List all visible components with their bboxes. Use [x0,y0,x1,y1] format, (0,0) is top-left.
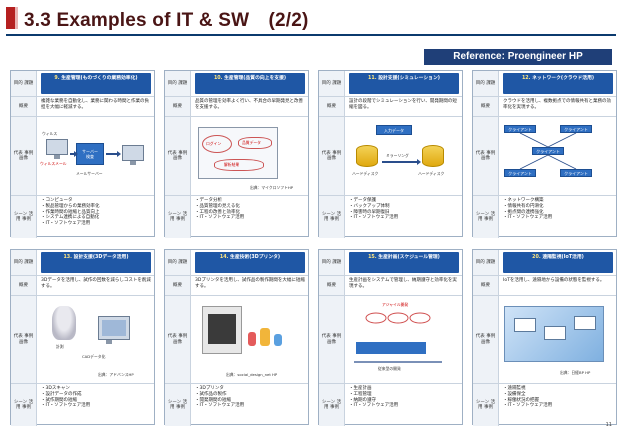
scene-list: ・コンピュータ・製品管理からの業務効率化・作業時間の短縮と品質向上・システム連携… [41,198,100,227]
bust-statue-image [52,306,76,340]
example-card-12: 目的 課題 12. ネットワーク(クラウド活用) 概要 クラウドを活用し、複数拠… [472,70,617,238]
reference-banner: Reference: Proengineer HP [424,49,612,65]
summary-text: 設計の段階でシミュレーションを行い、開発期間の短縮を図る。 [349,99,457,110]
hard-disk-icon [422,145,444,167]
scene-list: ・遠隔監視・設備保全・稼働状況の把握・IT・ソフトウェア活用 [503,386,553,409]
example-card-15: 目的 課題 15. 生産計画(スケジュール管理) 概要 生産計画をシステムで管理… [318,249,463,426]
pc-icon [46,139,68,159]
example-card-13: 目的 課題 13. 設計支援(3Dデータ活用) 概要 3Dデータを活用し、試作の… [10,249,155,426]
theme-badge: 11. 設計支援(シミュレーション) [349,73,459,94]
theme-label: 目的 課題 [11,71,37,96]
image-area: 入力データ ミラーリング ハードディスク ハードディスク [346,117,462,195]
summary-text: 品質の管理を効率よく行い、不具合の早期発見と改善を支援する。 [195,99,303,110]
image-area: 出典：日経BP HP [500,296,616,383]
image-area: 出典：social_design_net HP [192,296,308,383]
hard-disk-icon [356,145,378,167]
image-label: 代表 事例 画像 [11,117,37,195]
summary-text: 複雑な業務を自動化し、業務に関わる時間と作業の負担を大幅に軽減する。 [41,99,149,110]
scene-list: ・生産計画・工程管理・納期の遵守・IT・ソフトウェア活用 [349,386,399,409]
summary-text: 3Dプリンタを活用し、試作品の製作期間を大幅に短縮する。 [195,278,305,289]
scene-list: ・3Dプリンタ・試作品の製作・開発期間の短縮・IT・ソフトウェア活用 [195,386,245,409]
summary-text: クラウドを活用し、複数拠点での情報共有と業務の効率化を実現する。 [503,99,611,110]
example-card-9: 目的 課題 9. 生産管理(ものづくりの業務効率化) 概要 複雑な業務を自動化し… [10,70,155,238]
theme-badge: 13. 設計支援(3Dデータ活用) [41,252,151,273]
summary-text: 3Dデータを活用し、試作の回数を減らしコストを削減する。 [41,278,151,289]
scene-list: ・ネットワーク構築・情報共有の円滑化・拠点間の連携強化・IT・ソフトウェア活用 [503,198,553,221]
network-lines [519,132,577,170]
client-box: クライアント [560,169,592,177]
theme-badge: 12. ネットワーク(クラウド活用) [503,73,613,94]
client-box: クライアント [504,125,536,133]
image-area: ログイン 品質データ 解析結果 出典：マイクロソフトHP [192,117,308,195]
printed-object [274,334,282,346]
input-data-box: 入力データ [376,125,412,135]
client-box: クライアント [532,147,564,155]
flow-arrow [70,151,78,157]
page-number: 11 [605,422,612,428]
virus-server-box: サーバー検査 [76,143,104,165]
summary-label: 概要 [11,97,37,116]
flow-arrow [106,151,121,157]
client-box: クライアント [504,169,536,177]
scene-label: シーン 活用 事例 [11,196,37,238]
theme-badge: 20. 遠隔監視(IoT活用) [503,252,613,273]
scene-list: ・データ保護・バックアップ体制・障害時の早期復旧・IT・ソフトウェア活用 [349,198,399,221]
summary-text: IoTを活用し、遠隔地から設備の状態を監視する。 [503,278,605,283]
scene-list: ・データ分析・品質管理の見える化・工程の改善と効率化・IT・ソフトウェア活用 [195,198,245,221]
theme-badge: 10. 生産管理(品質の向上を支援) [195,73,305,94]
example-card-11: 目的 課題 11. 設計支援(シミュレーション) 概要 設計の段階でシミュレーシ… [318,70,463,238]
summary-text: 生産計画をシステムで管理し、納期遵守と効率化を実現する。 [349,278,457,289]
printed-object [260,328,270,346]
agile-cycle-diagram [354,312,442,363]
example-card-10: 目的 課題 10. 生産管理(品質の向上を支援) 概要 品質の管理を効率よく行い… [164,70,309,238]
image-area: 計測 CADデータ化 出典：アドバンスHP [38,296,154,383]
mirror-arrow [382,159,421,165]
theme-badge: 14. 生産技術(3Dプリンタ) [195,252,305,273]
printed-object [248,332,256,346]
image-area: アジャイル開発 従来型の開発 [346,296,462,383]
scene-list: ・3Dスキャン・設計データの作成・試作期間の短縮・IT・ソフトウェア活用 [41,386,91,409]
theme-badge: 9. 生産管理(ものづくりの業務効率化) [41,73,151,94]
title-divider [6,34,616,36]
page-title: 3.3 Examples of IT & SW (2/2) [24,10,309,31]
image-area: ウィルス サーバー検査 メールサーバー ウィルスメール [38,117,154,195]
example-card-14: 目的 課題 14. 生産技術(3Dプリンタ) 概要 3Dプリンタを活用し、試作品… [164,249,309,426]
image-area: クライアント クライアント クライアント クライアント クライアント [500,117,616,195]
client-box: クライアント [560,125,592,133]
title-accent-mark [6,7,18,29]
pc-icon [122,145,144,165]
theme-badge: 15. 生産計画(スケジュール管理) [349,252,459,273]
example-card-20: 目的 課題 20. 遠隔監視(IoT活用) 概要 IoTを活用し、遠隔地から設備… [472,249,617,426]
